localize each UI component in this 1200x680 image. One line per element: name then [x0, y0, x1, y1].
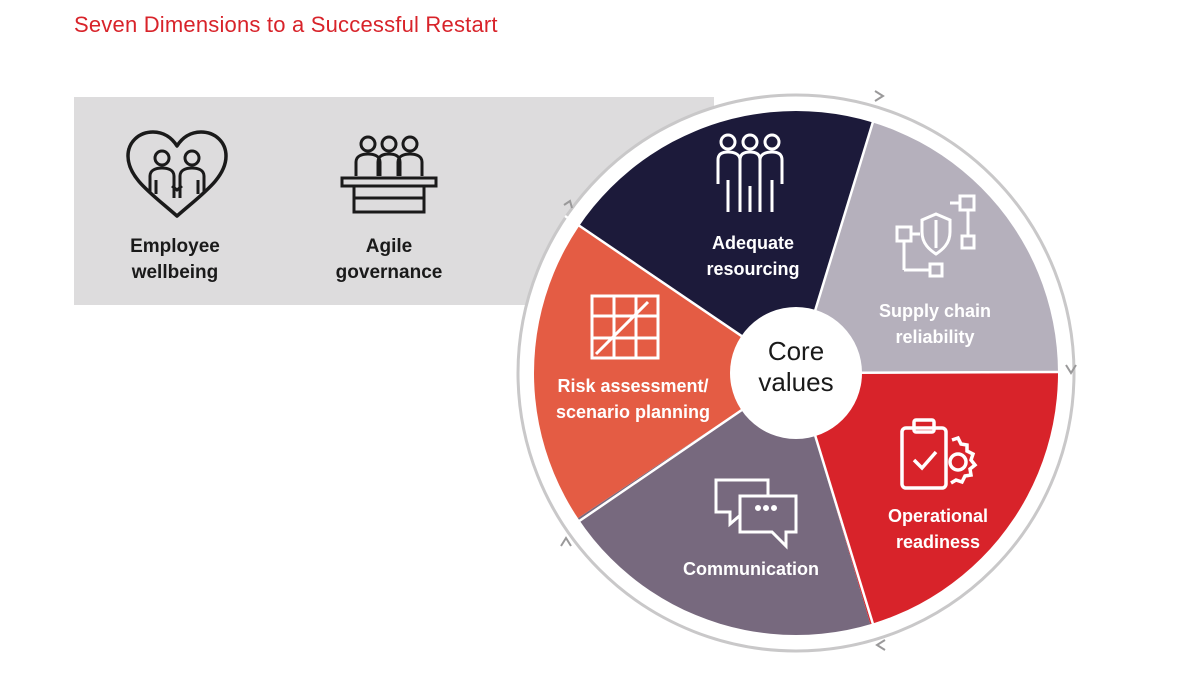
chat-bubbles-icon — [714, 478, 798, 550]
ring-arrow-icon — [875, 639, 886, 651]
segment-label-risk-assessment: Risk assessment/ scenario planning — [523, 373, 743, 425]
segment-label-line2: reliability — [895, 327, 975, 347]
segment-label-line1: Risk assessment/ — [557, 376, 709, 396]
segment-label-line1: Operational — [887, 506, 989, 526]
core-values-line2: values — [758, 367, 834, 397]
heart-people-icon — [126, 130, 228, 218]
clipboard-gear-icon — [900, 418, 978, 490]
segment-label-supply-chain: Supply chain reliability — [825, 298, 1045, 350]
ring-arrow-icon — [560, 536, 572, 547]
left-item-employee-wellbeing: Employee wellbeing — [75, 234, 275, 286]
ring-arrow-icon — [1065, 364, 1077, 375]
left-item-line2: governance — [335, 262, 443, 283]
left-item-agile-governance: Agile governance — [289, 234, 489, 286]
core-circle — [730, 307, 862, 439]
segment-label-line2: resourcing — [706, 259, 800, 279]
segment-label-line2: readiness — [895, 532, 981, 552]
segment-label-adequate-resourcing: Adequate resourcing — [643, 230, 863, 282]
shield-network-icon — [895, 194, 976, 278]
left-item-line1: Employee — [130, 236, 220, 257]
ring-arrow-icon — [874, 90, 885, 102]
grid-chart-icon — [590, 294, 660, 360]
segment-adequate-resourcing — [560, 111, 880, 373]
core-values-line1: Core — [767, 336, 825, 366]
core-values-label: Core values — [731, 336, 861, 398]
ring-arrow-icon — [563, 199, 573, 209]
segment-risk-assessment — [534, 213, 796, 530]
governance-table-icon — [340, 135, 438, 214]
people-group-icon — [716, 133, 784, 212]
segment-label-operational-readiness: Operational readiness — [828, 503, 1048, 555]
left-item-line2: wellbeing — [131, 262, 219, 283]
left-item-line1: Agile — [365, 236, 413, 257]
segment-label-line1: Supply chain — [878, 301, 992, 321]
segment-label-line1: Adequate — [711, 233, 794, 253]
segment-label-communication: Communication — [641, 556, 861, 582]
segment-label-line1: Communication — [682, 559, 819, 579]
page-title: Seven Dimensions to a Successful Restart — [74, 12, 498, 37]
segment-label-line2: scenario planning — [555, 402, 711, 422]
